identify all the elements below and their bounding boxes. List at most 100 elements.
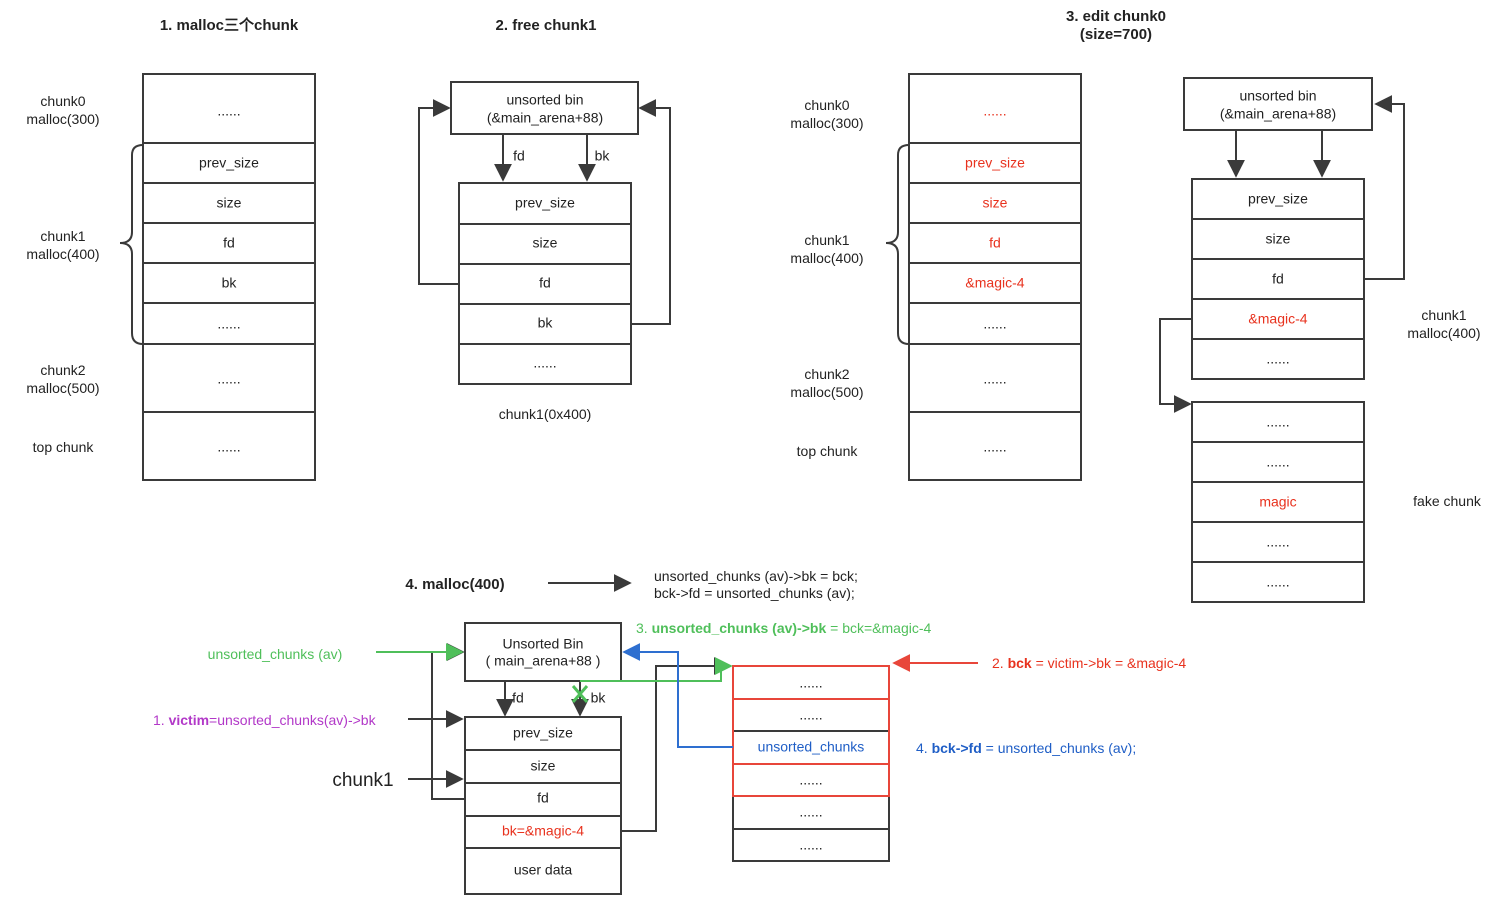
step3-fake-cell xyxy=(1191,441,1365,483)
step2-caption: chunk1(0x400) xyxy=(499,406,592,422)
step2-bk-back-arrow xyxy=(631,99,671,325)
step1-section: 1. malloc三个chunk chunk0 malloc(300) chun… xyxy=(26,16,316,481)
step2-bin-addr: (&main_arena+88) xyxy=(487,110,603,126)
step2-cell xyxy=(458,263,632,305)
step3-chunk2-size: malloc(500) xyxy=(790,384,863,400)
step1-cell-text: ...... xyxy=(217,439,240,455)
step3-cell xyxy=(908,343,1082,413)
step3-subtitle: (size=700) xyxy=(1080,26,1152,43)
step3-cell xyxy=(908,182,1082,224)
step3-right-cell-text: &magic-4 xyxy=(1248,311,1307,327)
step1-chunk0-label: chunk0 xyxy=(40,93,85,109)
step3-section: 3. edit chunk0 (size=700) chunk0 malloc(… xyxy=(790,8,1482,603)
step3-unsorted-bin xyxy=(1183,77,1373,131)
step4-chunk1-label: chunk1 xyxy=(332,770,393,791)
step1-chunk1-size: malloc(400) xyxy=(26,246,99,262)
step1-cell-text: prev_size xyxy=(199,155,259,171)
step4-cell-text: user data xyxy=(514,862,573,878)
step4-red-cell-text: unsorted_chunks xyxy=(758,739,865,755)
step4-red-cell-text: ...... xyxy=(799,707,822,723)
step4-section: 4. malloc(400) unsorted_chunks (av)->bk … xyxy=(153,568,1186,895)
step3-cell xyxy=(908,142,1082,184)
step1-cell xyxy=(142,142,316,184)
step2-bk-label: bk xyxy=(595,148,611,164)
step1-cell xyxy=(142,411,316,481)
step2-bin-label: unsorted bin xyxy=(506,92,583,108)
step1-chunk1-brace xyxy=(119,144,144,345)
step4-bin-bk-green-arrow xyxy=(580,657,733,682)
step4-fd-label: fd xyxy=(512,690,524,706)
step3-fake-cell-text: ...... xyxy=(1266,574,1289,590)
step2-cell xyxy=(458,303,632,345)
step4-cell-text: bk=&magic-4 xyxy=(502,823,584,839)
step1-cell-text: fd xyxy=(223,235,235,251)
step4-bck-fd-blue-arrow xyxy=(622,643,733,748)
step2-cell-text: size xyxy=(533,235,558,251)
step3-cell xyxy=(908,302,1082,345)
step3-cell-text: prev_size xyxy=(965,155,1025,171)
step4-cell xyxy=(464,815,622,849)
step1-cell-text: bk xyxy=(222,275,238,291)
step3-chunk0-size: malloc(300) xyxy=(790,115,863,131)
step2-title: 2. free chunk1 xyxy=(496,17,597,34)
step3-fake-cell xyxy=(1191,561,1365,603)
step3-cell-text: fd xyxy=(989,235,1001,251)
step3-cell-text: &magic-4 xyxy=(965,275,1024,291)
step4-bin-addr: ( main_arena+88 ) xyxy=(486,653,601,669)
step3-right-cell-text: fd xyxy=(1272,271,1284,287)
step4-cell-text: fd xyxy=(537,790,549,806)
step4-broken-link-icon xyxy=(571,685,589,703)
step3-fake-cell-text: ...... xyxy=(1266,534,1289,550)
step4-red-cell-text: ...... xyxy=(799,675,822,691)
step3-cell xyxy=(908,411,1082,481)
step4-cell xyxy=(464,716,622,751)
step1-cell xyxy=(142,302,316,345)
step2-cell-text: prev_size xyxy=(515,195,575,211)
step3-right-size: malloc(400) xyxy=(1407,325,1480,341)
step3-fake-label: fake chunk xyxy=(1413,493,1482,509)
step4-fd-back-arrow xyxy=(431,643,465,800)
step3-right-cell xyxy=(1191,338,1365,380)
step4-unsorted-bin xyxy=(464,622,622,682)
step3-top-label: top chunk xyxy=(797,443,859,459)
step3-cell xyxy=(908,222,1082,264)
step2-fd-back-arrow xyxy=(418,99,459,285)
step3-fake-cell xyxy=(1191,521,1365,563)
step4-cell xyxy=(464,847,622,895)
step1-title: 1. malloc三个chunk xyxy=(160,16,299,34)
step1-chunk1-label: chunk1 xyxy=(40,228,85,244)
step4-bk-label: bk xyxy=(591,690,607,706)
step3-right-label: chunk1 xyxy=(1421,307,1466,323)
step1-cell-text: ...... xyxy=(217,103,240,119)
step4-av-label: unsorted_chunks (av) xyxy=(208,646,343,662)
step1-cell xyxy=(142,222,316,264)
step3-cell-text: ...... xyxy=(983,316,1006,332)
step3-title: 3. edit chunk0 xyxy=(1066,8,1166,25)
step3-fake-cell-text: ...... xyxy=(1266,414,1289,430)
step4-code-line1: unsorted_chunks (av)->bk = bck; xyxy=(654,568,858,584)
step3-cell-text: size xyxy=(983,195,1008,211)
step3-right-cell-text: prev_size xyxy=(1248,191,1308,207)
step3-cell-text: ...... xyxy=(983,103,1006,119)
step4-title: 4. malloc(400) xyxy=(405,576,504,593)
step1-top-label: top chunk xyxy=(33,439,95,455)
step2-cell xyxy=(458,343,632,385)
step4-red-cell-text: ...... xyxy=(799,837,822,853)
step3-cell xyxy=(908,73,1082,144)
step1-cell xyxy=(142,73,316,144)
step2-cell-text: bk xyxy=(538,315,554,331)
step3-right-cell xyxy=(1191,178,1365,220)
step1-cell-text: size xyxy=(217,195,242,211)
step3-right-cell-text: size xyxy=(1266,231,1291,247)
step1-chunk2-size: malloc(500) xyxy=(26,380,99,396)
step4-bin-label: Unsorted Bin xyxy=(503,636,584,652)
step3-right-cell-text: ...... xyxy=(1266,351,1289,367)
step2-fd-label: fd xyxy=(513,148,525,164)
step3-chunk0-label: chunk0 xyxy=(804,97,849,113)
step4-cell-text: prev_size xyxy=(513,725,573,741)
step3-fake-cell-text: magic xyxy=(1259,494,1296,510)
step4-annotation-3: 3. unsorted_chunks (av)->bk = bck=&magic… xyxy=(636,620,931,636)
step3-magic-pointer-arrow xyxy=(1159,318,1192,413)
step4-red-outline xyxy=(732,665,890,797)
